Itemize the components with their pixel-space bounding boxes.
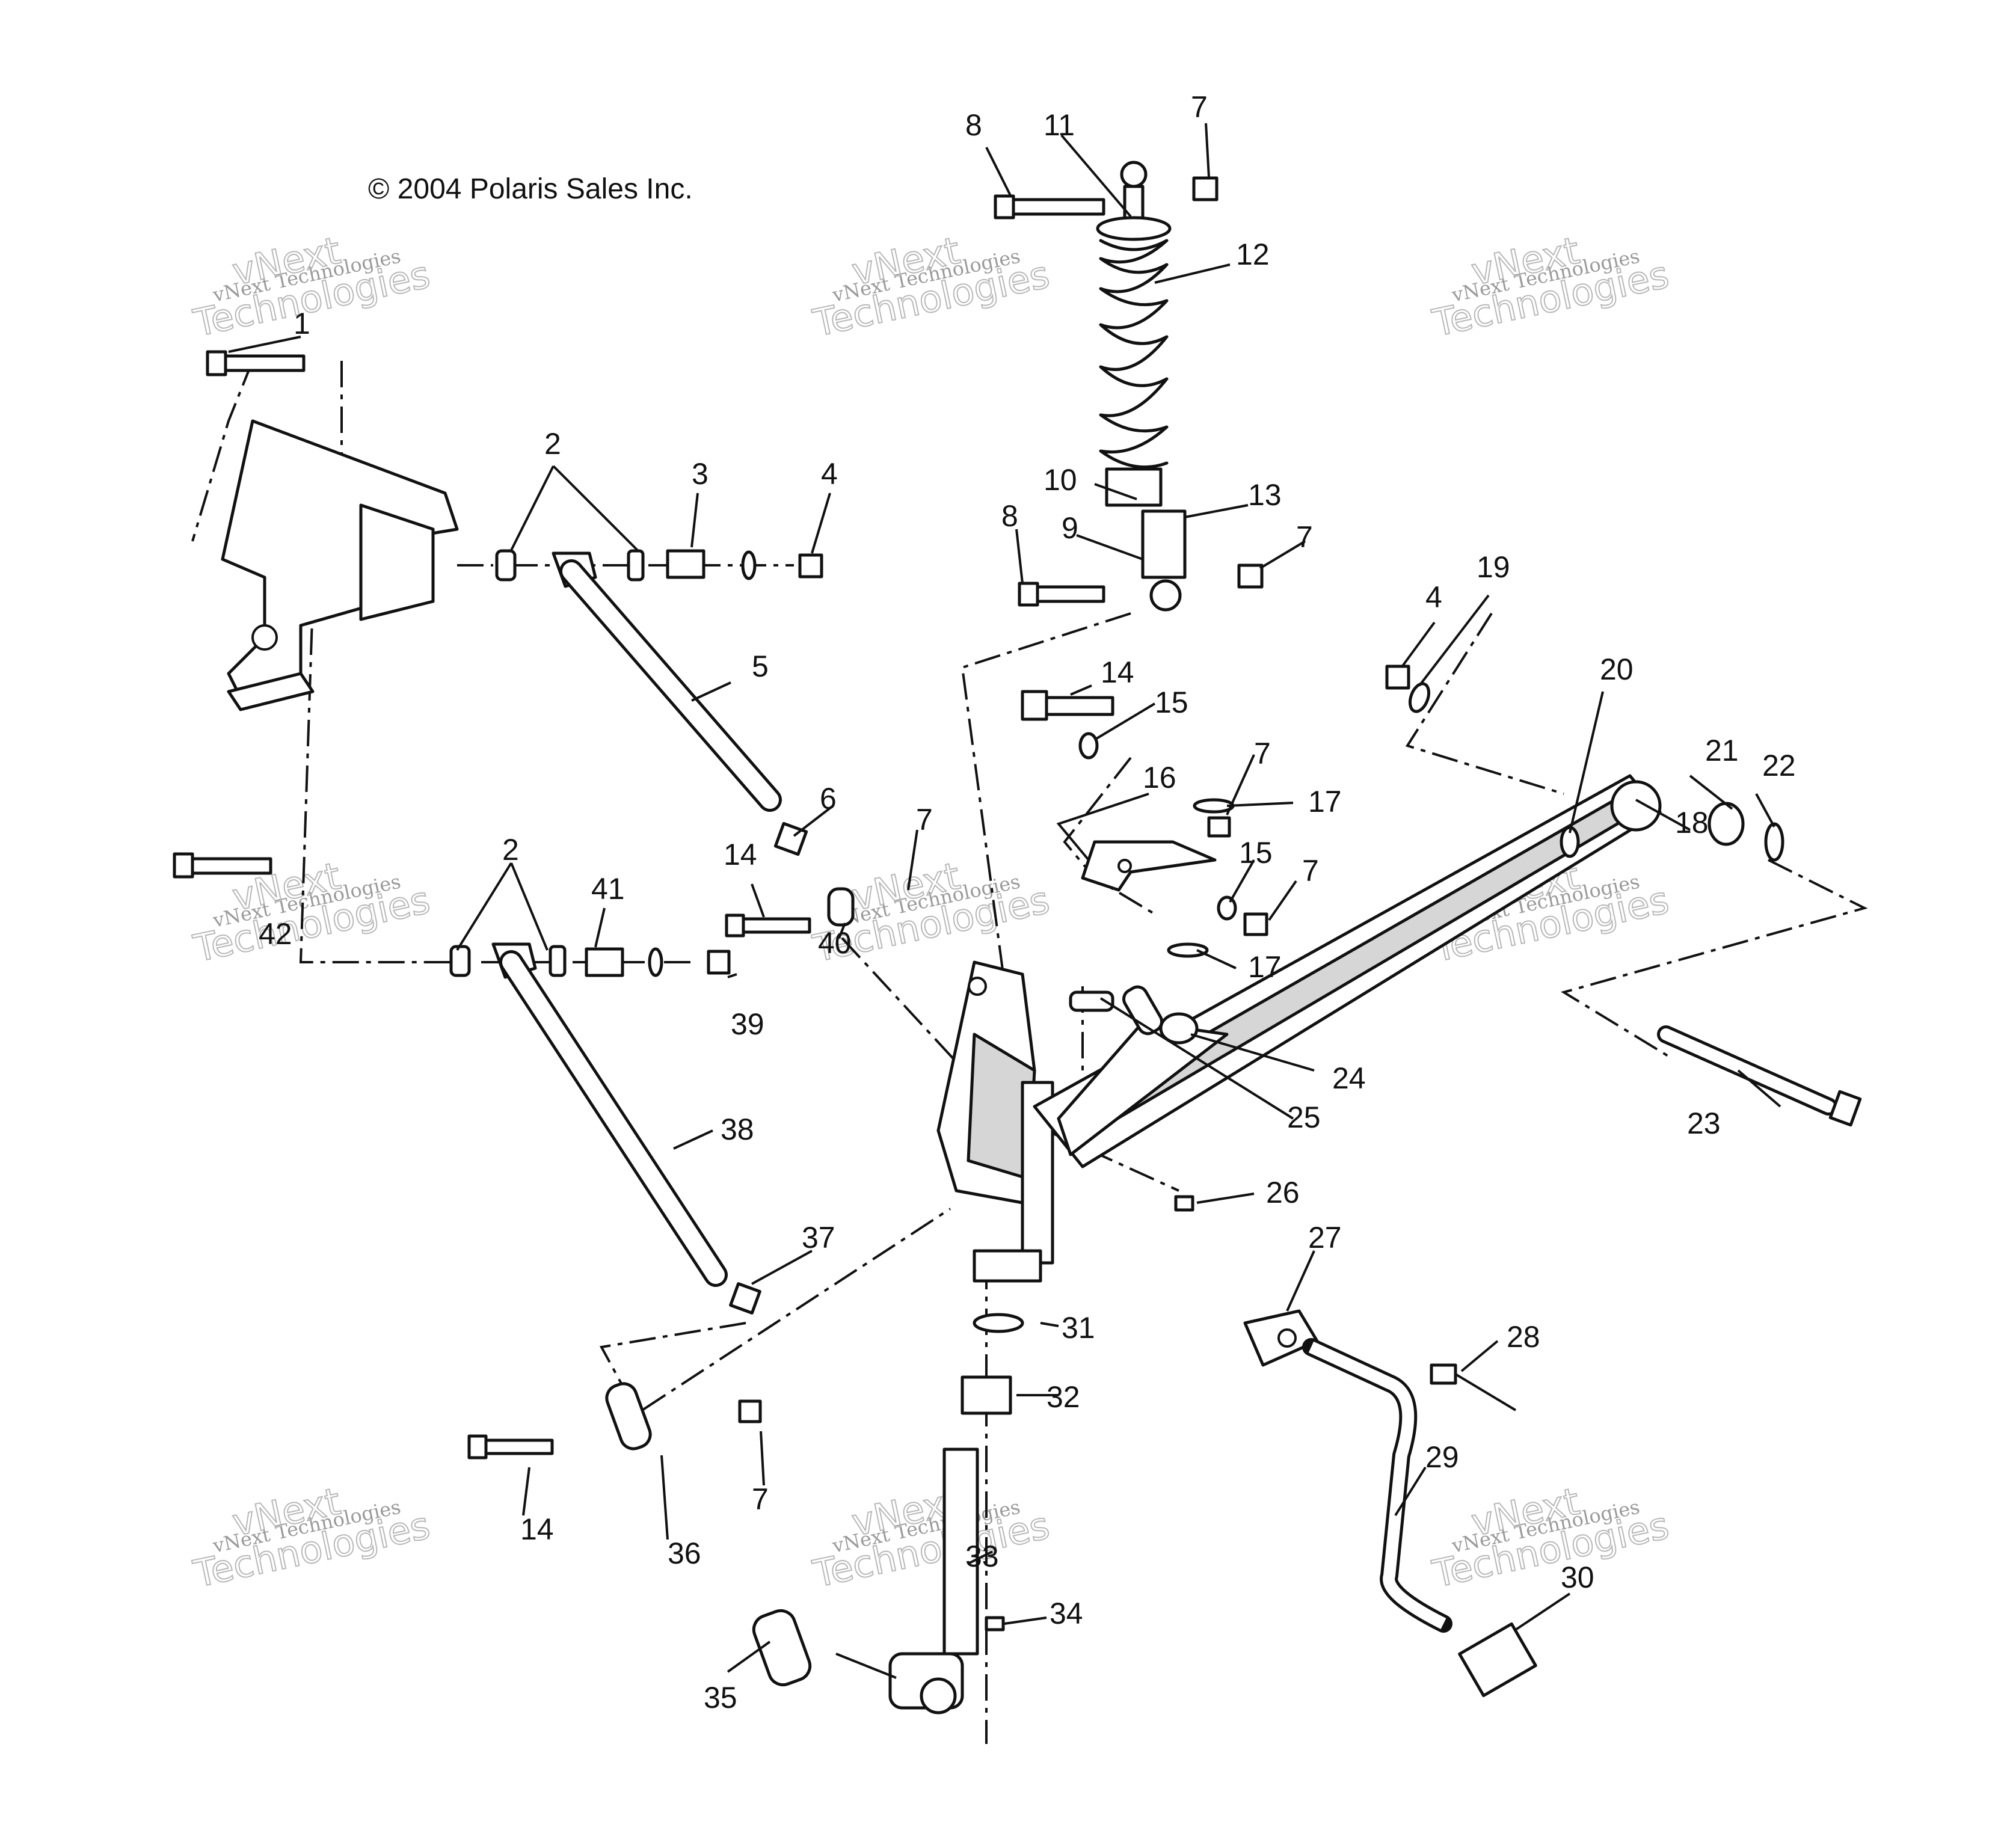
callout-17-lower: 17 bbox=[1248, 950, 1282, 984]
callout-13: 13 bbox=[1248, 478, 1282, 512]
callout-7-shock-bottom: 7 bbox=[1296, 520, 1313, 554]
callout-14-upper: 14 bbox=[724, 838, 757, 871]
shock-absorber bbox=[994, 161, 1264, 612]
callout-1: 1 bbox=[294, 307, 310, 340]
assembly-line-rear-bolt bbox=[1561, 859, 1868, 1060]
trailing-arm bbox=[1033, 665, 1862, 1168]
bolt-42 bbox=[173, 852, 272, 879]
lower-ball-joint-parts bbox=[467, 1382, 762, 1460]
callout-39: 39 bbox=[731, 1007, 764, 1041]
callout-2-lower: 2 bbox=[502, 833, 519, 867]
callout-35: 35 bbox=[704, 1681, 737, 1714]
callout-26: 26 bbox=[1266, 1176, 1300, 1209]
callout-14-lower: 14 bbox=[520, 1512, 554, 1546]
callout-11: 11 bbox=[1044, 108, 1075, 142]
steering-bar-parts bbox=[1243, 1309, 1537, 1698]
callout-9: 9 bbox=[1062, 511, 1078, 545]
watermark-bottom-left: Technologies vNext Technologies vNext bbox=[189, 1479, 434, 1597]
callout-4-right: 4 bbox=[1425, 580, 1442, 614]
watermark-bottom-right: Technologies vNext Technologies vNext bbox=[1428, 1479, 1673, 1597]
callout-8-bottom: 8 bbox=[1001, 499, 1018, 533]
callout-15-lower: 15 bbox=[1239, 836, 1273, 870]
watermark-top-center: Technologies vNext Technologies vNext bbox=[808, 228, 1054, 346]
lower-a-arm bbox=[449, 942, 761, 1315]
callout-37: 37 bbox=[802, 1221, 835, 1254]
callout-33: 33 bbox=[965, 1539, 999, 1573]
callout-36: 36 bbox=[668, 1536, 701, 1570]
assembly-line-trailing-arm bbox=[1405, 612, 1564, 795]
callout-34: 34 bbox=[1050, 1597, 1083, 1630]
callout-40: 40 bbox=[818, 926, 852, 960]
callout-41: 41 bbox=[591, 872, 625, 906]
callout-7-lower-balljoint: 7 bbox=[752, 1482, 769, 1516]
callout-30: 30 bbox=[1561, 1561, 1594, 1594]
callout-21: 21 bbox=[1705, 734, 1739, 767]
callout-17-upper: 17 bbox=[1308, 785, 1342, 818]
callout-19: 19 bbox=[1477, 550, 1510, 584]
upper-a-arm bbox=[495, 549, 823, 812]
callout-31: 31 bbox=[1062, 1311, 1095, 1345]
assembly-line-washer bbox=[1063, 757, 1156, 915]
watermark-bottom-center: Technologies vNext Technologies vNext bbox=[808, 1479, 1054, 1597]
callout-42: 42 bbox=[259, 917, 292, 951]
callout-5: 5 bbox=[752, 649, 769, 683]
watermark-top-right: Technologies vNext Technologies vNext bbox=[1428, 228, 1673, 346]
callout-7-shock-top: 7 bbox=[1191, 90, 1208, 124]
callout-18: 18 bbox=[1675, 806, 1709, 840]
callout-16: 16 bbox=[1143, 761, 1176, 794]
callout-25: 25 bbox=[1287, 1101, 1321, 1134]
callout-7-upper-balljoint: 7 bbox=[916, 803, 933, 837]
watermark-mid-left: Technologies vNext Technologies vNext bbox=[189, 853, 434, 971]
callout-8-top: 8 bbox=[965, 108, 982, 142]
assembly-line-frame-top bbox=[191, 360, 254, 542]
callout-7-steering-lower: 7 bbox=[1302, 854, 1319, 888]
callout-2-upper: 2 bbox=[544, 427, 561, 461]
callout-23: 23 bbox=[1687, 1107, 1721, 1140]
callout-4-left: 4 bbox=[821, 457, 838, 491]
callout-14-steering: 14 bbox=[1101, 655, 1134, 689]
upper-ball-joint-parts bbox=[725, 821, 855, 938]
steering-arm bbox=[1021, 690, 1268, 1045]
copyright-notice: © 2004 Polaris Sales Inc. bbox=[368, 173, 693, 205]
callout-7-steering-upper: 7 bbox=[1254, 737, 1271, 770]
leader-lines bbox=[228, 123, 1781, 1679]
callout-24: 24 bbox=[1332, 1061, 1366, 1095]
bolt-1 bbox=[206, 350, 306, 376]
callout-6: 6 bbox=[820, 782, 837, 815]
callout-27: 27 bbox=[1308, 1221, 1342, 1254]
frame-bracket bbox=[221, 419, 459, 711]
callout-32: 32 bbox=[1047, 1380, 1080, 1414]
callout-29: 29 bbox=[1425, 1440, 1459, 1474]
callout-3: 3 bbox=[692, 457, 708, 491]
spindle-assembly bbox=[752, 960, 1194, 1714]
callout-15-upper: 15 bbox=[1155, 686, 1188, 719]
callout-12: 12 bbox=[1236, 238, 1270, 271]
callout-38: 38 bbox=[721, 1113, 754, 1146]
callout-20: 20 bbox=[1600, 652, 1634, 686]
assembly-line-upper-balljoint bbox=[841, 937, 988, 1096]
callout-10: 10 bbox=[1044, 463, 1077, 497]
callout-28: 28 bbox=[1507, 1320, 1540, 1354]
callout-22: 22 bbox=[1762, 749, 1796, 782]
assembly-line-lower-balljoint bbox=[599, 1208, 951, 1415]
callout-labels: 1 2 3 4 5 6 7 14 2 41 42 40 39 38 37 14 … bbox=[259, 90, 1796, 1714]
